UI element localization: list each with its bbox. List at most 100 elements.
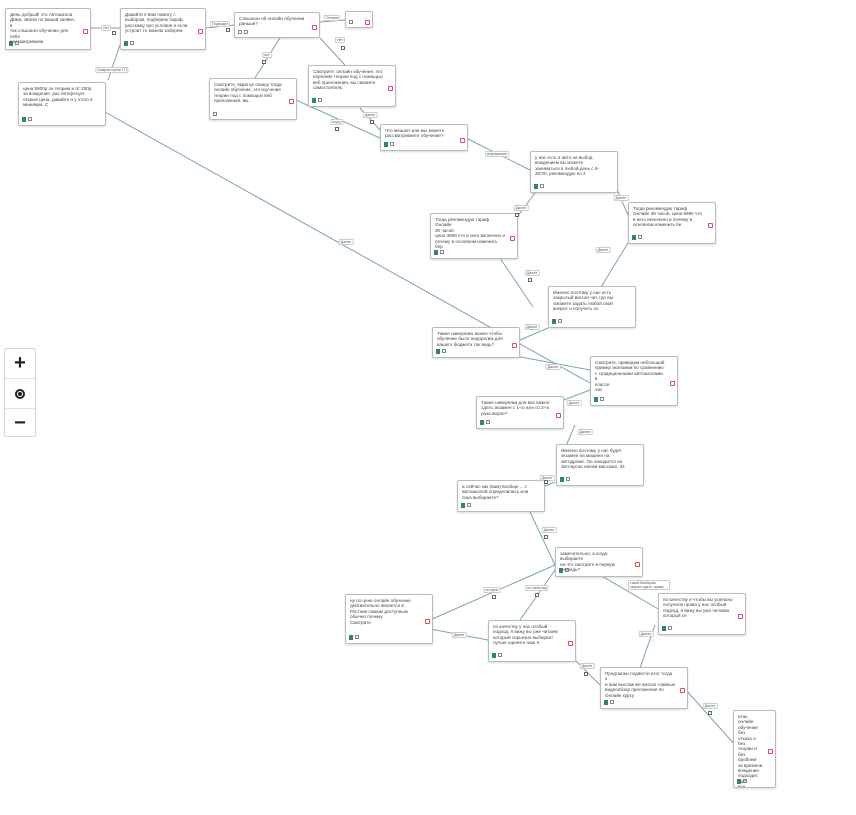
edge-label[interactable]: Подходит [209,21,231,27]
edge-label[interactable]: Далее [702,703,718,709]
connector-port[interactable] [262,60,266,64]
edge-label[interactable]: возражение [485,151,509,157]
connector-port[interactable] [370,120,374,124]
output-handle[interactable] [738,614,743,619]
connector-port[interactable] [335,127,339,131]
edge-label[interactable]: Далее [513,205,529,211]
output-handle[interactable] [388,86,393,91]
edge-label[interactable]: Далее [451,632,467,638]
edge-label[interactable]: по цене [483,587,501,593]
output-handle[interactable] [312,25,317,30]
edge-label[interactable]: Далее [577,429,593,435]
settings-icon [318,98,322,102]
dialog-node[interactable]: Смотрите, вкратце опишу тогда: онлайн об… [209,78,297,120]
settings-icon [600,397,604,401]
dialog-node[interactable] [345,11,373,28]
zoom-out-button[interactable]: − [5,409,35,438]
output-handle[interactable] [198,29,203,34]
dialog-node[interactable]: цена 5900р за теорию и от 250р за вожден… [18,82,106,126]
connector-port[interactable] [492,595,496,599]
script-icon [560,477,564,482]
connector-port[interactable] [535,593,539,597]
edge-label[interactable]: Озвучил цены? П [95,67,129,73]
connector-port[interactable] [584,672,588,676]
dialog-node[interactable]: Именно поэтому у нас будет экзамен на ма… [556,444,644,486]
output-handle[interactable] [635,562,640,567]
plus-icon: + [14,352,26,374]
edge-label[interactable]: Далее [613,195,629,201]
script-icon [662,626,666,631]
edge-label[interactable]: Далее [545,364,561,370]
dialog-node[interactable]: по качеству и чтобы вы успешно получили … [658,593,746,635]
edge-label[interactable]: такой Выбираю скорее сдать, права [628,580,670,590]
output-handle[interactable] [556,412,561,418]
dialog-node[interactable]: Тогда рекомендую тариф Онлайн 36 часов, … [628,202,716,244]
edge-label[interactable]: подгр [330,119,344,125]
edge-label[interactable]: Далее [638,631,654,637]
dialog-node[interactable]: Также наверняка важно чтобы обучение был… [432,327,520,358]
edge-label[interactable]: Оплата [323,15,341,21]
edge-label[interactable]: Нет [334,37,346,43]
fit-view-button[interactable] [5,379,35,409]
output-handle[interactable] [768,749,773,754]
connector-port[interactable] [341,46,345,50]
connector-port[interactable] [112,31,116,35]
dialog-node[interactable]: итак, онлайн обучение без отказа и без т… [733,710,776,788]
settings-icon [442,349,446,353]
edge [107,44,121,81]
output-handle[interactable] [568,641,573,646]
edge-label[interactable]: Далее [524,324,540,330]
dialog-node[interactable]: Предлагаю подвести итог тогда к и вам вы… [600,667,688,709]
dialog-node[interactable]: Что мешает или мы можете рассматриваете … [380,124,468,151]
dialog-node[interactable]: Именно поэтому у нас есть закрытый ватса… [548,286,636,328]
edge-label[interactable]: Далее [541,527,557,533]
edge-label[interactable]: Далее [524,270,540,276]
dialog-node[interactable]: Давайте я вам помогу с выбором, подберем… [120,8,206,50]
edge-label[interactable]: Далее [579,663,595,669]
edge-label[interactable]: по качеству [525,585,549,591]
edge-label[interactable]: Далее [566,400,582,406]
connector-port[interactable] [544,480,548,484]
connector-port[interactable] [515,213,519,217]
output-handle[interactable] [460,137,465,143]
dialog-node[interactable]: Также наверняка для вас важно сдать экза… [476,396,564,429]
settings-icon [668,626,672,630]
connector-port[interactable] [226,28,230,32]
settings-icon [566,477,570,481]
output-handle[interactable] [289,99,294,104]
connector-port[interactable] [544,535,548,539]
output-handle[interactable] [425,619,430,624]
edge-label[interactable]: Далее [595,247,611,253]
script-icon [632,235,636,240]
edge-label[interactable]: Далее [362,112,378,118]
dialog-node[interactable]: ну по цене онлайн обучение дейтвительно … [345,594,433,644]
dialog-node[interactable]: Смотрите, приведем небольшой пример экон… [590,356,678,406]
output-handle[interactable] [365,19,370,25]
connector-port[interactable] [708,711,712,715]
output-handle[interactable] [83,29,88,34]
dialog-node[interactable]: по качеству у нас особый подход, я вижу … [488,620,576,662]
output-handle[interactable] [510,236,515,241]
dialog-node[interactable]: у нас есть 2 авто на выбор, вождением вы… [530,151,618,193]
output-handle[interactable] [512,342,517,348]
settings-icon [610,700,614,704]
dialog-node[interactable]: а сейчас как (вам) вообще ... с автошкол… [457,480,545,512]
dialog-node[interactable]: Тогда рекомендую тариф Онлайн 30 часов ц… [430,213,518,259]
dialog-node[interactable]: День добрый! это Автошкола Дима, звоню п… [5,8,91,50]
zoom-in-button[interactable]: + [5,349,35,379]
output-handle[interactable] [680,688,685,693]
node-text: Тогда рекомендую тариф Онлайн 36 часов, … [633,206,702,228]
node-text: Именно поэтому у нас есть закрытый ватса… [553,290,614,312]
dialog-node[interactable]: Смотрите, онлайн обучение, это изучение … [308,65,396,107]
edge-label[interactable]: нет [262,52,272,58]
dialog-node[interactable]: замечательно, а когда выбираете на что с… [555,547,643,577]
dialog-node[interactable]: Слышали об онлайн обучении раньше? [234,12,320,38]
output-handle[interactable] [670,381,675,386]
edge-label[interactable]: Нет [100,25,112,31]
edge-label[interactable]: Далее [338,239,354,245]
connector-port[interactable] [528,278,532,282]
node-text: по качеству у нас особый подход, я вижу … [493,624,558,646]
node-text: Смотрите, вкратце опишу тогда: онлайн об… [214,82,283,104]
output-handle[interactable] [708,223,713,228]
